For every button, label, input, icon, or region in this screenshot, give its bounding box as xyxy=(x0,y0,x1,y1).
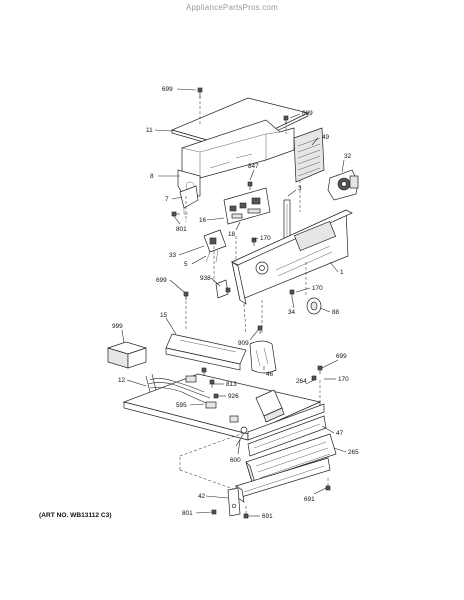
wire-bundle[interactable] xyxy=(145,373,215,407)
control-board[interactable] xyxy=(223,187,271,225)
callout-600: 600 xyxy=(230,457,241,464)
screw[interactable] xyxy=(283,115,289,124)
callout-11: 11 xyxy=(146,127,153,134)
vent-grille[interactable] xyxy=(293,127,325,183)
callout-15: 15 xyxy=(160,312,168,319)
screw[interactable] xyxy=(247,181,253,190)
screw[interactable] xyxy=(171,211,180,217)
screw[interactable] xyxy=(257,325,263,334)
callout-1: 1 xyxy=(340,269,344,276)
callout-49: 49 xyxy=(322,134,330,141)
callout-42: 42 xyxy=(198,493,206,500)
screw[interactable] xyxy=(325,485,331,491)
control-panel-frame[interactable] xyxy=(231,209,353,305)
screw[interactable] xyxy=(183,291,189,300)
callout-265: 265 xyxy=(348,449,359,456)
callout-847: 847 xyxy=(248,163,259,170)
callout-labels: 699 699 11 49 32 847 8 3 7 16 801 18 170… xyxy=(112,86,359,520)
callout-595: 595 xyxy=(176,402,187,409)
screw[interactable] xyxy=(289,289,295,298)
screw[interactable] xyxy=(317,365,323,374)
callout-699: 699 xyxy=(162,86,173,93)
callout-699: 699 xyxy=(336,353,347,360)
element-600[interactable] xyxy=(235,426,248,447)
callout-801: 801 xyxy=(176,226,187,233)
callout-33: 33 xyxy=(169,252,177,259)
callout-12: 12 xyxy=(118,377,126,384)
callout-leader-lines xyxy=(121,88,347,517)
callout-170: 170 xyxy=(312,285,323,292)
callout-909: 909 xyxy=(238,340,249,347)
screw[interactable] xyxy=(197,87,203,98)
callout-999: 999 xyxy=(112,323,123,330)
parts-box[interactable] xyxy=(106,341,148,369)
callout-34: 34 xyxy=(288,309,296,316)
callout-691: 691 xyxy=(304,496,315,503)
relay-switch[interactable] xyxy=(203,229,227,263)
lower-shield[interactable] xyxy=(255,389,285,423)
control-knob[interactable] xyxy=(306,297,322,315)
callout-170: 170 xyxy=(260,235,271,242)
callout-46: 46 xyxy=(266,371,274,378)
callout-699: 699 xyxy=(302,110,313,117)
callout-47: 47 xyxy=(336,430,344,437)
callout-813: 813 xyxy=(226,381,237,388)
callout-18: 18 xyxy=(228,231,236,238)
terminal-block[interactable] xyxy=(185,375,239,423)
screw[interactable] xyxy=(311,375,317,381)
callout-32: 32 xyxy=(344,153,352,160)
screw[interactable] xyxy=(211,509,217,515)
screw[interactable] xyxy=(243,513,249,519)
callout-8: 8 xyxy=(150,173,154,180)
callout-938: 938 xyxy=(200,275,211,282)
callout-7: 7 xyxy=(165,196,169,203)
heat-shield[interactable] xyxy=(249,340,277,374)
support-bracket-15[interactable] xyxy=(165,333,247,371)
bracket-7[interactable] xyxy=(179,185,199,215)
screw[interactable] xyxy=(213,393,219,399)
callout-3: 3 xyxy=(298,185,302,192)
callout-264: 264 xyxy=(296,378,307,385)
screw[interactable] xyxy=(225,287,231,293)
callout-16: 16 xyxy=(199,217,207,224)
bracket-42[interactable] xyxy=(227,487,241,517)
fan-motor[interactable] xyxy=(327,169,359,201)
watermark: AppliancePartsPros.com xyxy=(186,3,278,12)
screws xyxy=(171,87,331,519)
clip-938[interactable] xyxy=(215,279,229,299)
callout-88: 88 xyxy=(332,309,340,316)
front-trim-264[interactable] xyxy=(247,403,325,441)
vent-trim-265[interactable] xyxy=(245,433,337,487)
callout-691: 691 xyxy=(262,513,273,520)
callout-926: 926 xyxy=(228,393,239,400)
screw[interactable] xyxy=(201,367,207,376)
callout-5: 5 xyxy=(184,261,188,268)
callout-170: 170 xyxy=(338,376,349,383)
callout-801: 801 xyxy=(182,510,193,517)
callout-699: 699 xyxy=(156,277,167,284)
art-number-label: (ART NO. WB13112 C3) xyxy=(39,512,112,519)
